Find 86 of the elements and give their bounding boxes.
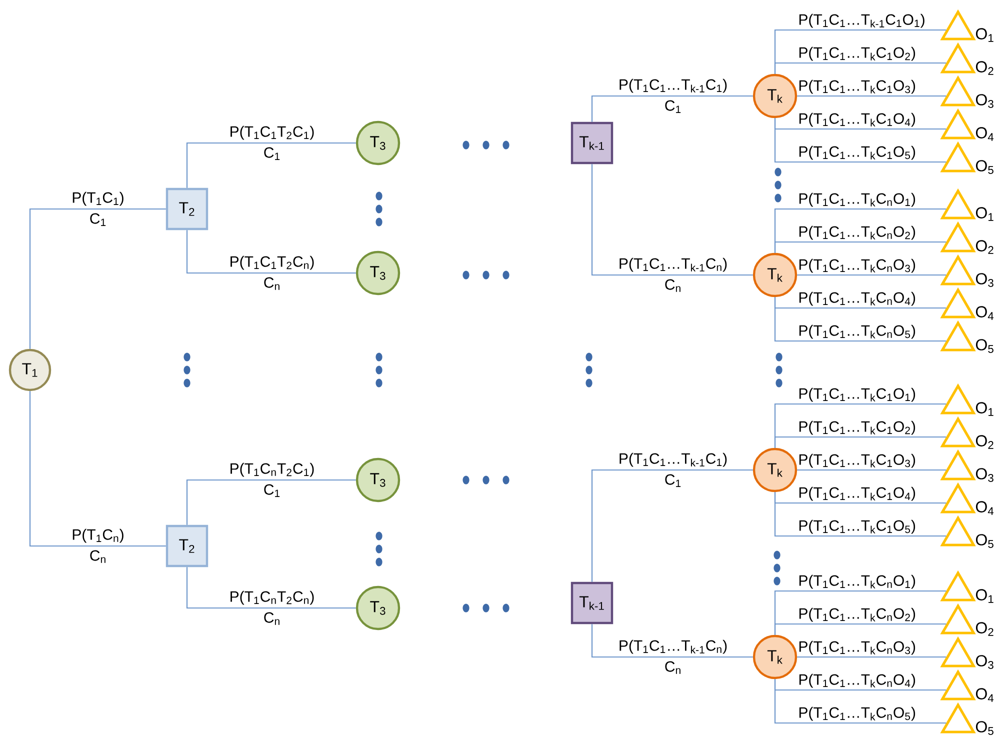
connector-line xyxy=(774,679,946,724)
decision-box: T$_{2}$ xyxy=(166,524,208,568)
outcome-label: O$_{1}$ xyxy=(976,28,994,42)
edge-label: P(T$_{1}$C$_{1}$…T$_{k}$C$_{1}$O$_{5}$) xyxy=(799,520,916,534)
connector-line xyxy=(797,656,946,658)
edge-label: P(T$_{1}$C$_{1}$…T$_{k}$C$_{1}$O$_{2}$) xyxy=(799,420,916,435)
edge-label: P(T$_{1}$C$_{1}$…T$_{k-1}$C$_{1}$) xyxy=(620,452,727,467)
connector-line xyxy=(591,624,753,658)
branch-label: C$_{n}$ xyxy=(264,277,280,290)
connector-line xyxy=(774,436,946,448)
outcome-label: O$_{5}$ xyxy=(976,160,994,174)
branch-label: C$_{1}$ xyxy=(665,100,681,113)
outcome-label: O$_{3}$ xyxy=(976,655,994,669)
outcome-label: O$_{2}$ xyxy=(976,622,994,636)
edge-label: P(T$_{1}$C$_{1}$…T$_{k}$C$_{1}$O$_{5}$) xyxy=(799,146,916,160)
outcome-label: O$_{5}$ xyxy=(976,721,994,735)
outcome-label: O$_{4}$ xyxy=(976,501,994,515)
outcome-label: O$_{1}$ xyxy=(976,402,994,416)
connector-line xyxy=(29,391,166,547)
branch-label: C$_{1}$ xyxy=(264,147,280,160)
branch-label: C$_{1}$ xyxy=(665,474,681,487)
outcome-label: O$_{3}$ xyxy=(976,94,994,108)
edge-label: P(T$_{1}$C$_{1}$…T$_{k}$C$_{n}$O$_{3}$) xyxy=(799,640,916,655)
edge-label: P(T$_{1}$C$_{n}$T$_{2}$C$_{1}$) xyxy=(230,462,314,477)
edge-label: P(T$_{1}$C$_{1}$…T$_{k}$C$_{1}$O$_{3}$) xyxy=(799,80,916,94)
outcome-label: O$_{5}$ xyxy=(976,339,994,353)
connector-line xyxy=(591,469,753,582)
edge-label: P(T$_{1}$C$_{1}$…T$_{k}$C$_{1}$O$_{2}$) xyxy=(799,46,916,61)
outcome-label: O$_{1}$ xyxy=(976,589,994,603)
connector-line xyxy=(774,62,946,74)
edge-label: P(T$_{1}$C$_{1}$…T$_{k-1}$C$_{n}$) xyxy=(620,258,727,272)
edge-label: P(T$_{1}$C$_{n}$T$_{2}$C$_{n}$) xyxy=(230,590,314,605)
outcome-label: O$_{2}$ xyxy=(976,435,994,449)
edge-label: P(T$_{1}$C$_{1}$…T$_{k}$C$_{n}$O$_{3}$) xyxy=(799,258,916,273)
connector-line xyxy=(186,479,356,525)
branch-label: C$_{1}$ xyxy=(90,213,106,226)
edge-label: P(T$_{1}$C$_{1}$…T$_{k-1}$C$_{1}$) xyxy=(620,78,727,93)
branch-label: C$_{n}$ xyxy=(665,279,680,292)
connector-line xyxy=(774,297,946,342)
edge-label: P(T$_{1}$C$_{1}$…T$_{k}$C$_{1}$O$_{3}$) xyxy=(799,454,916,468)
connector-line xyxy=(797,95,946,97)
connector-line xyxy=(774,118,946,163)
outcome-label: O$_{2}$ xyxy=(976,61,994,75)
connector-line xyxy=(29,208,166,349)
outcome-label: O$_{3}$ xyxy=(976,468,994,482)
decision-box: T$_{k-1}$ xyxy=(570,582,614,624)
outcome-label: O$_{3}$ xyxy=(976,273,994,287)
edge-label: P(T$_{1}$C$_{1}$…T$_{k}$C$_{1}$O$_{4}$) xyxy=(799,112,916,127)
edge-label: P(T$_{1}$C$_{1}$…T$_{k}$C$_{n}$O$_{4}$) xyxy=(799,292,916,306)
edge-label: P(T$_{1}$C$_{1}$…T$_{k}$C$_{n}$O$_{5}$) xyxy=(799,706,916,721)
branch-label: C$_{n}$ xyxy=(264,612,280,625)
connector-line xyxy=(186,230,356,274)
edge-label: P(T$_{1}$C$_{1}$…T$_{k}$C$_{n}$O$_{5}$) xyxy=(799,324,916,339)
edge-label: P(T$_{1}$C$_{1}$) xyxy=(72,192,124,206)
branch-label: C$_{n}$ xyxy=(665,661,680,674)
branch-label: C$_{n}$ xyxy=(90,550,106,563)
edge-label: P(T$_{1}$C$_{1}$…T$_{k}$C$_{n}$O$_{1}$) xyxy=(799,574,916,589)
edge-label: P(T$_{1}$C$_{1}$…T$_{k-1}$C$_{1}$O$_{1}$) xyxy=(799,14,924,28)
connector-line xyxy=(774,623,946,635)
edge-label: P(T$_{1}$C$_{1}$…T$_{k}$C$_{n}$O$_{2}$) xyxy=(799,608,916,622)
decision-box: T$_{2}$ xyxy=(166,188,208,230)
connector-line xyxy=(186,567,356,609)
outcome-label: O$_{4}$ xyxy=(976,688,994,702)
connector-line xyxy=(591,95,753,122)
edge-label: P(T$_{1}$C$_{1}$T$_{2}$C$_{n}$) xyxy=(230,256,314,270)
edge-label: P(T$_{1}$C$_{1}$…T$_{k}$C$_{1}$O$_{1}$) xyxy=(799,388,916,402)
outcome-label: O$_{4}$ xyxy=(976,127,994,141)
edge-label: P(T$_{1}$C$_{1}$…T$_{k}$C$_{1}$O$_{4}$) xyxy=(799,486,916,501)
branch-label: C$_{1}$ xyxy=(264,484,280,497)
edge-label: P(T$_{1}$C$_{1}$…T$_{k}$C$_{n}$O$_{4}$) xyxy=(799,674,916,688)
connector-line xyxy=(186,142,356,188)
edge-label: P(T$_{1}$C$_{1}$…T$_{k}$C$_{n}$O$_{2}$) xyxy=(799,226,916,240)
edge-label: P(T$_{1}$C$_{1}$…T$_{k}$C$_{n}$O$_{1}$) xyxy=(799,192,916,207)
decision-box: T$_{k-1}$ xyxy=(570,122,614,164)
edge-label: P(T$_{1}$C$_{1}$…T$_{k-1}$C$_{n}$) xyxy=(620,640,727,654)
outcome-label: O$_{5}$ xyxy=(976,534,994,548)
connector-line xyxy=(774,241,946,253)
outcome-label: O$_{1}$ xyxy=(976,207,994,221)
connector-line xyxy=(591,164,753,276)
outcome-label: O$_{2}$ xyxy=(976,240,994,254)
connector-line xyxy=(797,469,946,471)
edge-label: P(T$_{1}$C$_{1}$T$_{2}$C$_{1}$) xyxy=(230,126,314,140)
outcome-label: O$_{4}$ xyxy=(976,306,994,320)
edge-label: P(T$_{1}$C$_{n}$) xyxy=(72,528,124,543)
connector-line xyxy=(797,274,946,276)
connector-line xyxy=(774,492,946,537)
